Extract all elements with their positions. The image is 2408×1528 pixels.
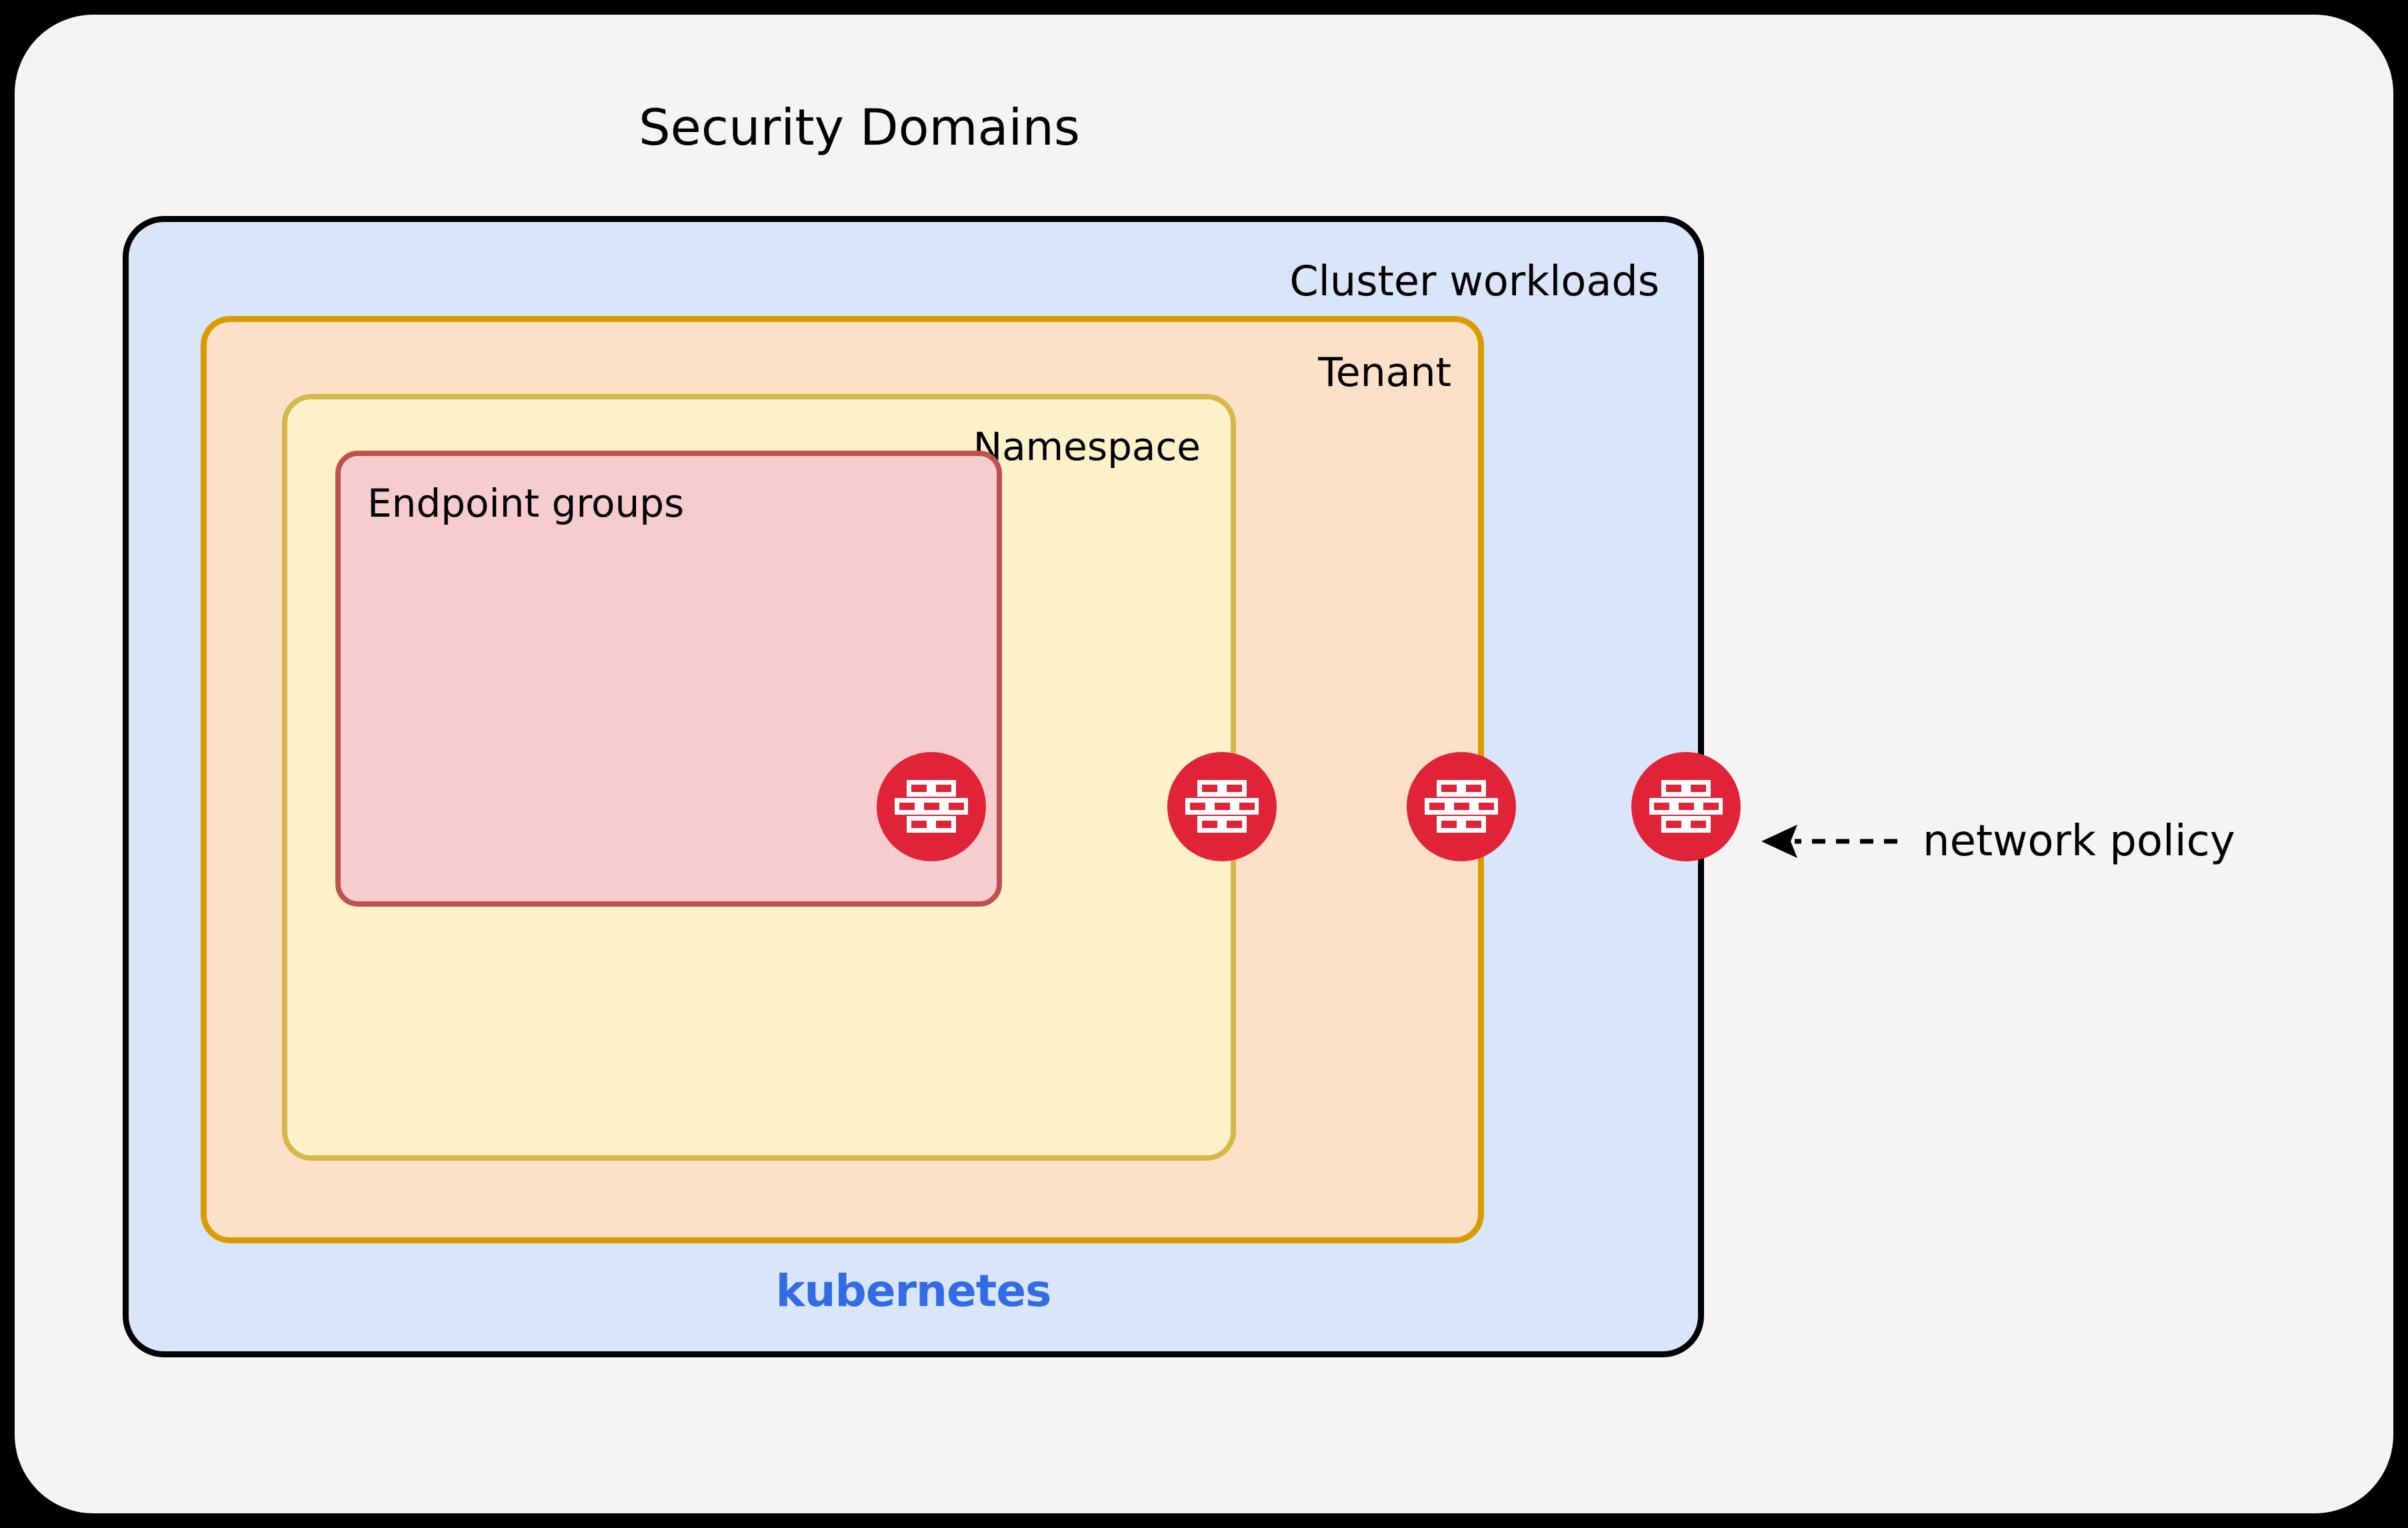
firewall-brick-icon: [895, 780, 968, 833]
namespace-label: Namespace: [973, 424, 1201, 469]
firewall-node-tenant-boundary[interactable]: [1407, 752, 1516, 861]
page-title: Security Domains: [639, 98, 1080, 157]
firewall-node-endpoint-boundary[interactable]: [877, 752, 986, 861]
endpoint-groups-label: Endpoint groups: [367, 481, 685, 526]
security-domains-panel: Security Domains Cluster workloads Tenan…: [15, 15, 2393, 1513]
kubernetes-wordmark: kubernetes: [775, 1265, 1052, 1317]
firewall-node-cluster-boundary[interactable]: [1631, 752, 1741, 861]
firewall-brick-icon: [1649, 780, 1723, 833]
network-policy-label: network policy: [1923, 817, 2235, 866]
firewall-node-namespace-boundary[interactable]: [1167, 752, 1277, 861]
domain-box-cluster-workloads: Cluster workloads Tenant Namespace Endpo…: [123, 216, 1704, 1357]
domain-box-tenant: Tenant Namespace Endpoint groups: [201, 316, 1484, 1243]
dashed-left-arrow-icon: [1761, 825, 1897, 858]
cluster-workloads-label: Cluster workloads: [1289, 257, 1659, 305]
firewall-brick-icon: [1185, 780, 1259, 833]
tenant-label: Tenant: [1318, 349, 1451, 396]
firewall-brick-icon: [1425, 780, 1498, 833]
network-policy-annotation: network policy: [1756, 788, 2235, 895]
domain-box-namespace: Namespace Endpoint groups: [282, 394, 1236, 1161]
